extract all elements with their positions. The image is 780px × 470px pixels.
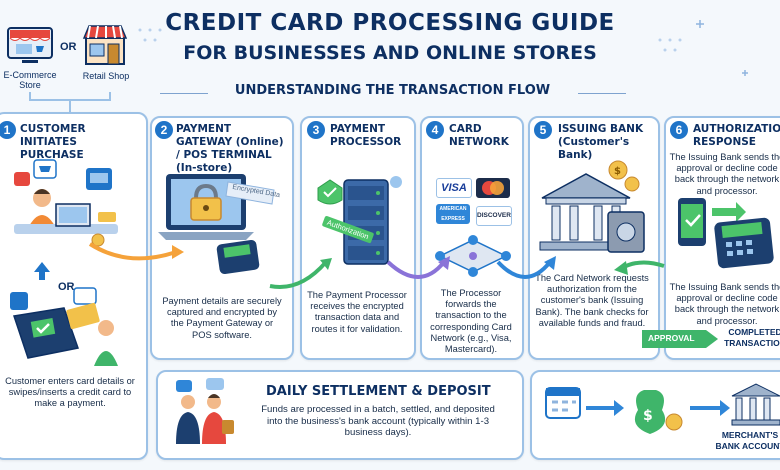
approval-tag: APPROVAL [648, 333, 695, 343]
settlement-title: DAILY SETTLEMENT & DEPOSIT [266, 384, 506, 399]
business-people-illustration [168, 376, 238, 448]
completed-transaction-label: COMPLETED TRANSACTION [722, 327, 780, 349]
settlement-description: Funds are processed in a batch, settled,… [258, 404, 498, 439]
svg-text:$: $ [643, 408, 653, 424]
merchant-bank-label: MERCHANT'S BANK ACCOUNT [710, 430, 780, 451]
